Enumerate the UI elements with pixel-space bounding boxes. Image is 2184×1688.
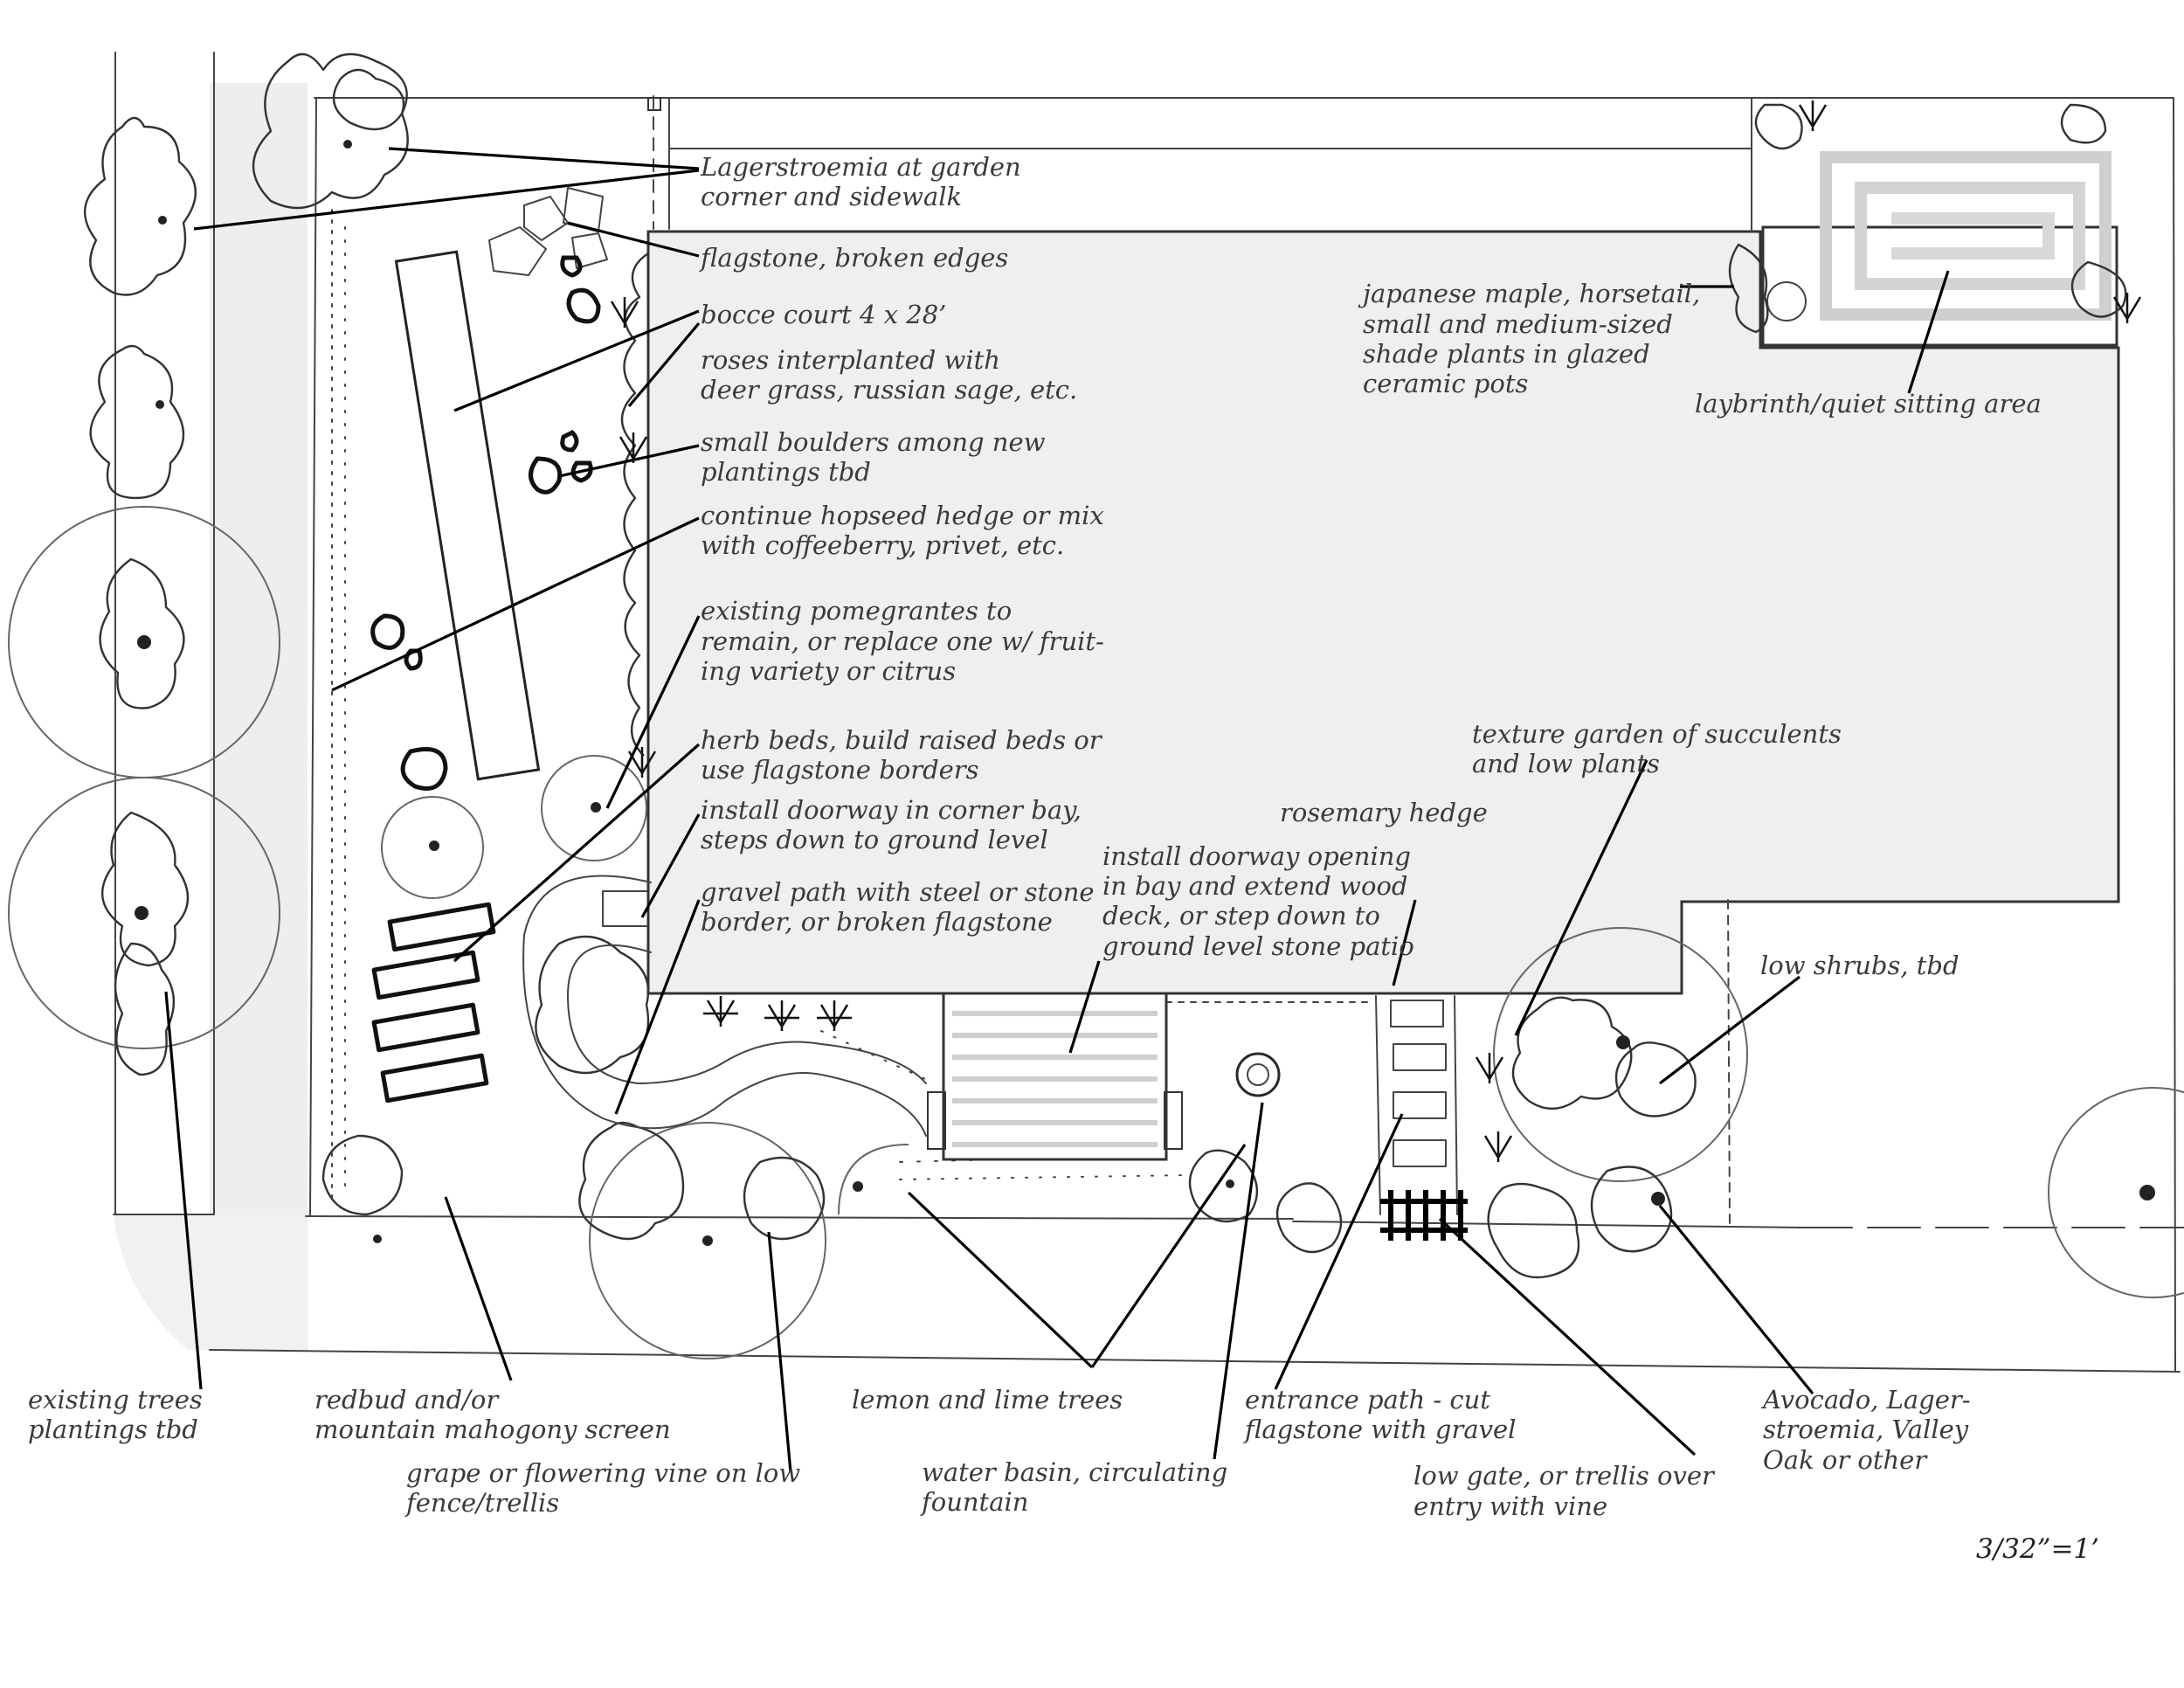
svg-text:grape or flowering vine on low: grape or flowering vine on low [406,1458,800,1488]
succulent-spikes [610,100,2142,1162]
svg-text:corner and sidewalk: corner and sidewalk [701,182,962,211]
svg-text:entrance path - cut: entrance path - cut [1245,1385,1490,1415]
svg-text:plantings tbd: plantings tbd [701,457,871,487]
svg-text:with coffeeberry, privet, etc.: with coffeeberry, privet, etc. [701,530,1064,560]
label-texture-garden: texture garden of succulents and low pla… [1472,719,1842,778]
label-pomegranates: existing pomegrantes to remain, or repla… [701,596,1104,686]
label-avocado: Avocado, Lager- stroemia, Valley Oak or … [1760,1385,1971,1475]
label-rosemary: rosemary hedge [1280,798,1488,827]
svg-text:Avocado, Lager-: Avocado, Lager- [1760,1385,1971,1415]
label-doorway-corner: install doorway in corner bay, steps dow… [701,795,1082,854]
labyrinth-area [1761,151,2118,347]
label-grape: grape or flowering vine on low fence/tre… [404,1458,800,1518]
label-hedge: continue hopseed hedge or mix with coffe… [701,501,1104,560]
svg-text:low shrubs, tbd: low shrubs, tbd [1760,951,1959,980]
svg-text:lemon and lime trees: lemon and lime trees [852,1385,1123,1415]
herb-beds [371,902,496,1103]
label-water-basin: water basin, circulating fountain [920,1457,1227,1517]
svg-text:plantings tbd: plantings tbd [28,1415,198,1444]
gravel-path [522,875,927,1137]
svg-text:shade plants in glazed: shade plants in glazed [1363,339,1650,369]
svg-text:continue hopseed hedge or mix: continue hopseed hedge or mix [701,501,1104,530]
svg-text:rosemary hedge: rosemary hedge [1280,798,1488,827]
leader-lines [164,147,1950,1473]
svg-text:Lagerstroemia at garden: Lagerstroemia at garden [700,152,1021,182]
svg-text:steps down to ground level: steps down to ground level [701,825,1048,854]
entrance-steps [1375,995,1458,1215]
svg-text:deer grass, russian sage, etc.: deer grass, russian sage, etc. [701,375,1077,405]
svg-text:bocce court 4 x 28’: bocce court 4 x 28’ [701,300,946,329]
label-flagstone: flagstone, broken edges [699,243,1008,273]
label-low-shrubs: low shrubs, tbd [1760,951,1959,980]
sidewalk-corner-shading [114,1214,306,1350]
flagstones [488,187,608,276]
svg-text:mountain mahogony screen: mountain mahogony screen [314,1415,671,1444]
label-boulders: small boulders among new plantings tbd [701,427,1046,487]
svg-text:water basin, circulating: water basin, circulating [922,1457,1227,1487]
label-bocce-court: bocce court 4 x 28’ [701,300,946,329]
svg-text:deck, or step down to: deck, or step down to [1102,901,1380,930]
label-lagerstroemia: Lagerstroemia at garden corner and sidew… [700,152,1021,211]
svg-text:install doorway opening: install doorway opening [1102,841,1411,871]
svg-text:low gate, or trellis over: low gate, or trellis over [1413,1461,1716,1491]
property-lines [113,52,2184,1373]
street-tree-canopies [8,506,2184,1359]
svg-text:Oak or other: Oak or other [1763,1445,1928,1475]
svg-text:herb beds, build raised beds o: herb beds, build raised beds or [701,725,1103,755]
svg-text:remain, or replace one w/ frui: remain, or replace one w/ fruit- [701,626,1104,656]
label-herb-beds: herb beds, build raised beds or use flag… [701,725,1103,785]
svg-text:ceramic pots: ceramic pots [1363,369,1528,398]
svg-text:use flagstone borders: use flagstone borders [701,755,979,785]
svg-text:in bay and extend wood: in bay and extend wood [1102,871,1407,901]
bocce-court [394,250,541,781]
svg-text:gravel path with steel or ston: gravel path with steel or stone [701,877,1095,907]
svg-text:fountain: fountain [920,1487,1028,1517]
svg-text:border, or broken flagstone: border, or broken flagstone [701,907,1053,937]
label-low-gate: low gate, or trellis over entry with vin… [1413,1461,1716,1521]
svg-text:fence/trellis: fence/trellis [404,1488,559,1518]
svg-text:texture garden of succulents: texture garden of succulents [1472,719,1842,749]
svg-text:existing trees: existing trees [28,1385,203,1415]
wood-deck [927,992,1183,1161]
tree-scribbles [84,52,2127,1279]
tree-trunk-dots [135,140,2155,1246]
water-basin [1235,1052,1281,1097]
svg-text:laybrinth/quiet sitting area: laybrinth/quiet sitting area [1695,389,2042,419]
label-lemon-lime: lemon and lime trees [852,1385,1123,1415]
boulders [370,255,601,791]
svg-text:japanese maple, horsetail,: japanese maple, horsetail, [1358,279,1700,308]
label-gravel-path: gravel path with steel or stone border, … [701,877,1095,937]
svg-text:install doorway in corner bay,: install doorway in corner bay, [701,795,1082,825]
fence-post [647,97,661,111]
label-japanese-maple: japanese maple, horsetail, small and med… [1358,279,1700,398]
svg-text:existing pomegrantes to: existing pomegrantes to [701,596,1012,626]
sidewalk-shading [210,83,308,1350]
svg-text:entry with vine: entry with vine [1413,1491,1607,1521]
svg-text:small and medium-sized: small and medium-sized [1363,309,1673,339]
label-labyrinth: laybrinth/quiet sitting area [1695,389,2042,419]
svg-text:roses interplanted with: roses interplanted with [701,345,1000,375]
svg-text:small boulders among new: small boulders among new [701,427,1046,457]
svg-text:flagstone with gravel: flagstone with gravel [1243,1415,1516,1444]
label-existing-trees: existing trees plantings tbd [28,1385,203,1444]
label-redbud: redbud and/or mountain mahogony screen [314,1385,671,1444]
svg-text:and low plants: and low plants [1472,749,1660,778]
svg-text:ing variety or citrus: ing variety or citrus [701,656,956,686]
label-doorway-bay: install doorway opening in bay and exten… [1102,841,1414,961]
svg-text:ground level stone patio: ground level stone patio [1102,931,1414,961]
label-entrance-path: entrance path - cut flagstone with grave… [1243,1385,1516,1444]
label-roses: roses interplanted with deer grass, russ… [701,345,1077,405]
svg-text:redbud and/or: redbud and/or [314,1385,500,1415]
hopseed-hedge [620,253,649,757]
scale-note: 3/32”=1’ [1976,1533,2099,1565]
svg-text:stroemia, Valley: stroemia, Valley [1763,1415,1969,1444]
svg-text:flagstone, broken edges: flagstone, broken edges [699,243,1008,273]
hedge-dots [331,209,1372,1198]
